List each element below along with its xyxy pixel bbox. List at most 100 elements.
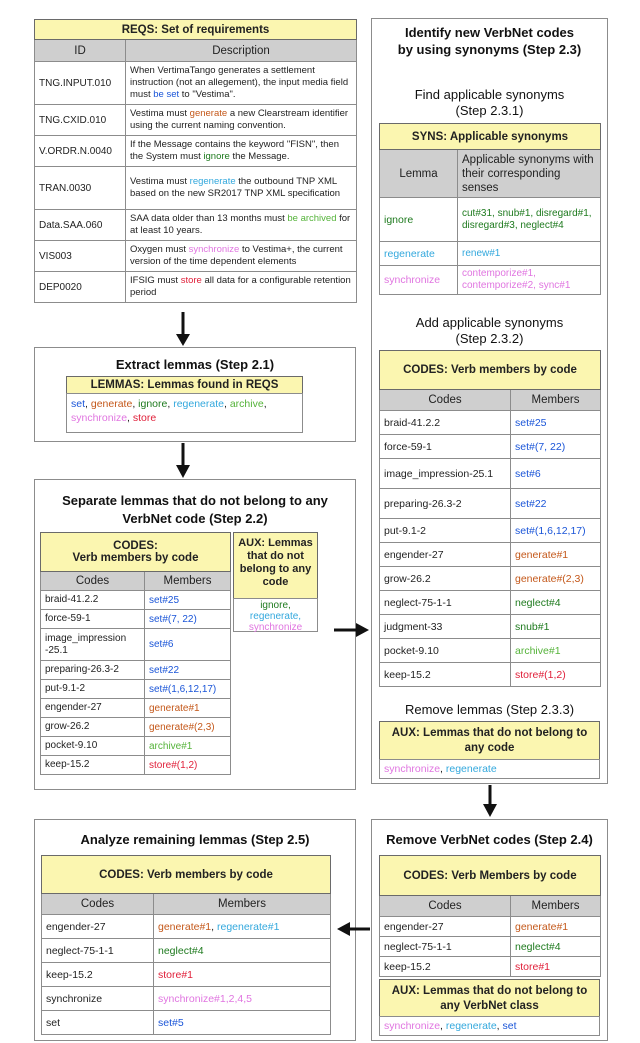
code-cell: image_impression-25.1 [379,458,511,489]
description-segment: SAA data older than 13 months must [130,213,288,224]
step-2-2-aux-list: ignore,regenerate,synchronize [233,598,318,633]
table-row: keep-15.2 store#1 [379,956,602,977]
code-cell: set [41,1010,154,1035]
members-cell: set#(1,6,12,17) [510,518,601,543]
description-segment: all data for a configurable retention pe… [130,275,351,298]
description-segment: regenerate [189,176,236,187]
member: set#22 [515,497,547,510]
lemma: store [132,412,157,424]
description-segment: synchronize [188,244,240,255]
code-cell: keep-15.2 [40,755,145,775]
step-2-3-header-members: Members [510,389,601,411]
syns-table: SYNS: Applicable synonyms Lemma Applicab… [379,123,601,295]
member: set#(1,6,12,17) [149,683,217,695]
member: generate#1 [149,702,200,714]
member: archive#1 [149,740,193,752]
member: generate#1 [158,920,212,933]
lemma: set [71,398,86,410]
member: set#(1,6,12,17) [515,524,586,537]
aux-lemma: regenerate [445,763,497,775]
aux-lemma: synchronize [384,1020,441,1032]
member: generate#(2,3) [149,721,215,733]
member: neglect#4 [158,944,204,957]
aux-lemma: , [440,763,446,775]
member: generate#(2,3) [515,572,584,585]
description-segment: be archived [287,213,337,224]
lemma: , [263,398,267,410]
member: neglect#4 [515,596,561,609]
members-cell: store#(1,2) [510,662,601,687]
code-cell: braid-41.2.2 [379,410,511,435]
step-2-4-aux-list: synchronize, regenerate, set [379,1016,600,1036]
step-2-3-panel: Identify new VerbNet codes by using syno… [371,18,608,784]
lemma: archive [229,398,264,410]
member: store#(1,2) [149,759,198,771]
table-row: braid-41.2.2 set#25 [379,410,601,435]
description-segment: a new Clearstream identifier using the c… [130,108,349,131]
member: store#1 [515,960,551,973]
description-segment: to "Vestima". [179,89,236,100]
members-cell: set#25 [510,410,601,435]
step-2-5-codes-caption: CODES: Verb members by code [41,855,331,894]
requirement-id: DEP0020 [34,271,126,303]
code-cell: image_impression -25.1 [40,628,145,661]
description-segment: generate [189,108,228,119]
step-2-4-header-members: Members [509,895,602,917]
description-segment: When VertimaTango generates a settlement… [130,65,349,100]
member: set#25 [515,416,547,429]
table-row: image_impression -25.1 set#6 [40,628,232,661]
step-2-2-header-codes: Codes [40,571,145,591]
step-2-4-codes-caption: CODES: Verb Members by code [378,855,602,896]
member: set#6 [515,467,541,480]
step-2-3-1-title-line2: (Step 2.3.1) [455,103,524,118]
description-segment: Vestima must [130,176,190,187]
syns-caption: SYNS: Applicable synonyms [379,123,601,150]
member: , [211,920,217,933]
member: generate#1 [515,548,569,561]
step-2-3-aux-list: synchronize, regenerate [379,759,600,779]
lemma: , [224,398,230,410]
syn-list: contemporize#1, contemporize#2, sync#1 [457,265,601,295]
syn-lemma: synchronize [379,265,458,295]
step-2-2-codes-caption-line2: Verb members by code [72,552,199,564]
code-cell: preparing-26.3-2 [379,488,511,519]
arrow-step-2-4-to-step-2-5 [337,922,370,936]
description-segment: store [180,275,202,286]
description-segment: ignore [203,151,230,162]
aux-lemma: regenerate, [249,611,302,622]
description-segment: the Message. [229,151,290,162]
member: store#1 [158,968,194,981]
aux-lemma: , [496,1020,503,1032]
members-cell: set#5 [153,1010,331,1035]
member: set#6 [149,639,174,650]
description-segment: Vestima must [130,108,190,119]
table-row: keep-15.2 store#(1,2) [40,755,232,775]
step-2-4-panel: Remove VerbNet codes (Step 2.4) CODES: V… [371,819,608,1041]
table-row: preparing-26.3-2 set#22 [379,488,601,519]
description-segment: If the Message contains the keyword "FIS… [130,139,339,162]
member: set#25 [149,594,180,606]
code-cell: keep-15.2 [379,956,511,977]
arrow-reqs-to-step-2-1 [176,312,190,346]
step-2-2-codes-caption-line1: CODES: [113,540,158,552]
step-2-1-panel: Extract lemmas (Step 2.1) LEMMAS: Lemmas… [34,347,356,442]
step-2-5-title: Analyze remaining lemmas (Step 2.5) [80,832,310,847]
member: set#(7, 22) [515,440,566,453]
lemma: regenerate [173,398,224,410]
code-cell: engender-27 [379,916,511,937]
reqs-caption: REQS: Set of requirements [34,19,357,40]
member: neglect#4 [515,940,561,953]
step-2-2-panel: Separate lemmas that do not belong to an… [34,479,356,790]
member: set#5 [158,1016,184,1029]
step-2-2-title-line2: VerbNet code (Step 2.2) [122,511,268,526]
description-segment: Oxygen must [130,244,189,255]
syn-list: cut#31, snub#1, disregard#1, disregard#3… [457,197,601,242]
